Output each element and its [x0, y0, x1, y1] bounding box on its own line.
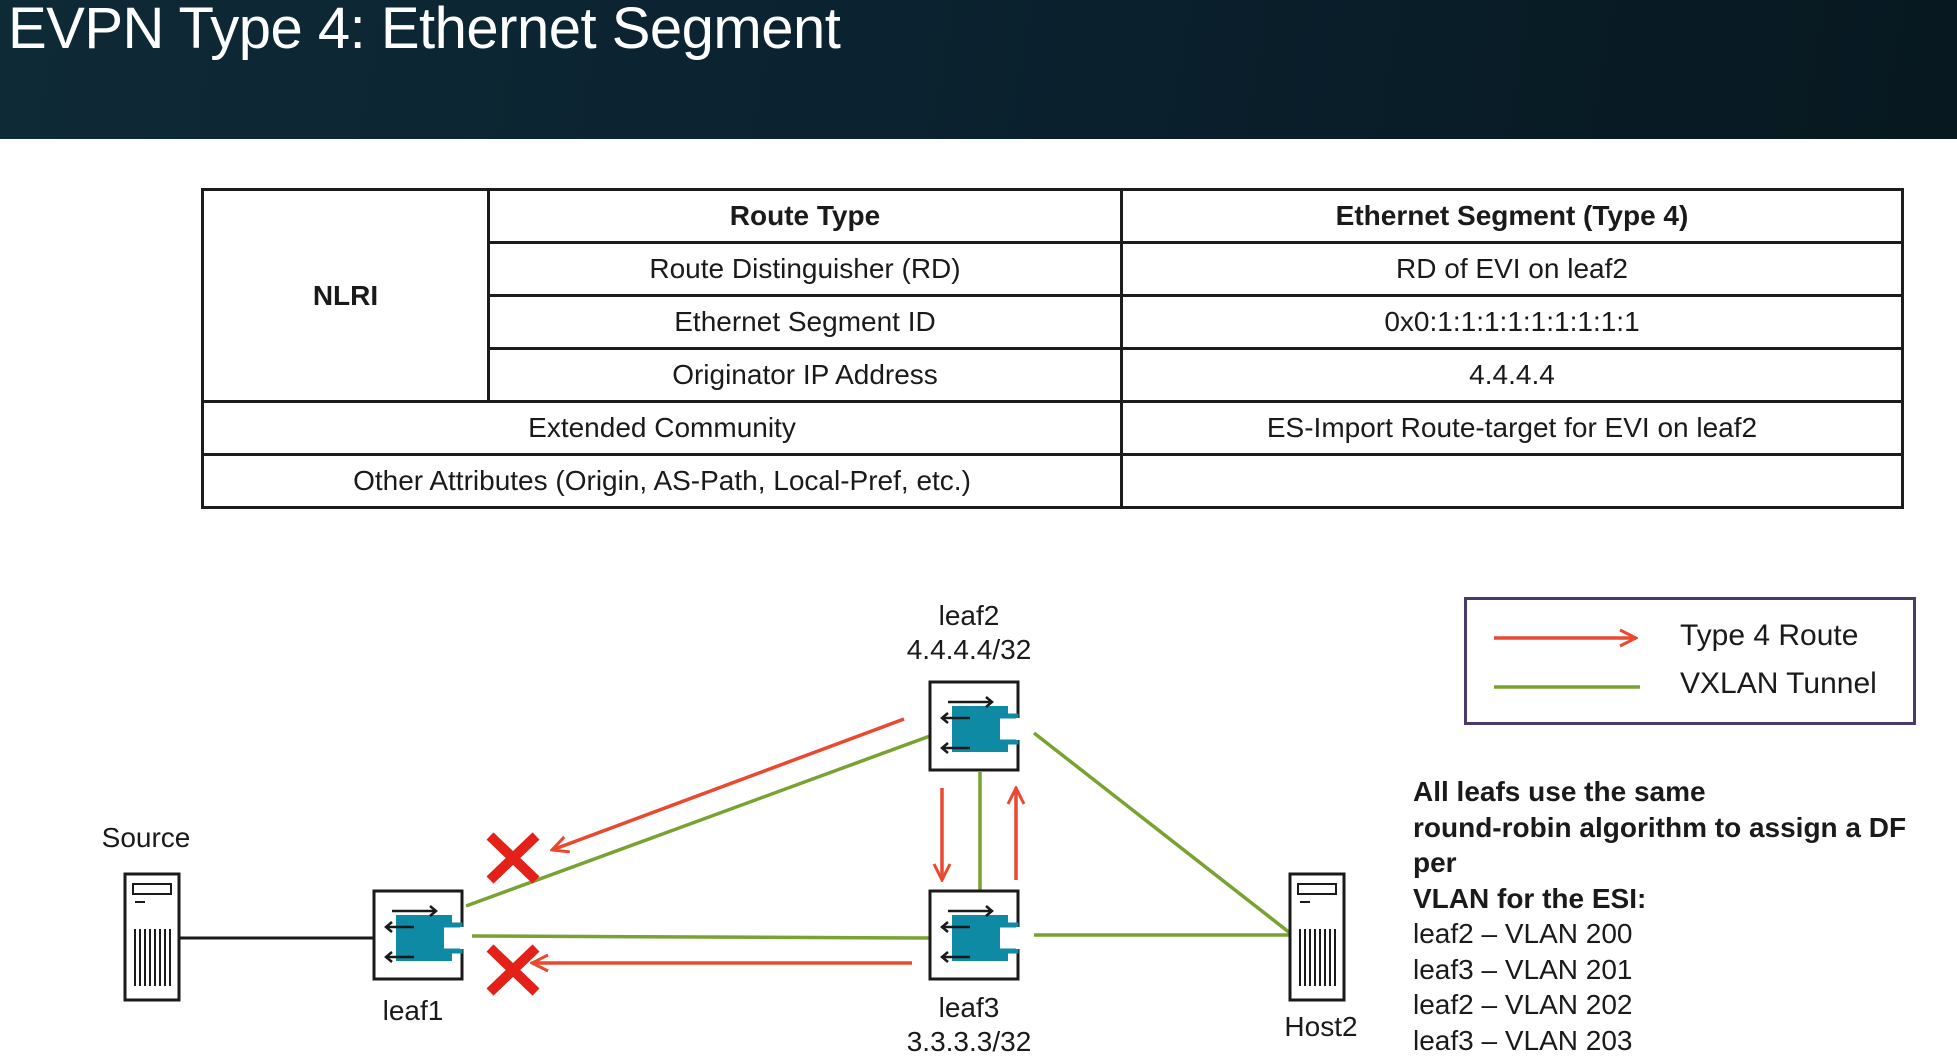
leaf2-switch-icon — [930, 682, 1022, 770]
extended-community-value: ES-Import Route-target for EVI on leaf2 — [1120, 400, 1904, 456]
host2-label: Host2 — [1284, 1011, 1358, 1042]
other-attributes-label: Other Attributes (Origin, AS-Path, Local… — [201, 453, 1123, 509]
table-row: Originator IP Address 4.4.4.4 — [203, 347, 1904, 403]
vlan-assignment: leaf2 – VLAN 200 — [1413, 918, 1633, 949]
ethernet-segment-header: Ethernet Segment (Type 4) — [1120, 188, 1904, 244]
table-row: Ethernet Segment ID 0x0:1:1:1:1:1:1:1:1:… — [203, 294, 1904, 350]
type4-route-leaf2-to-leaf1 — [552, 717, 905, 850]
type4-route-table: NLRI Route Type Ethernet Segment (Type 4… — [201, 188, 1904, 509]
blocked-x-icon — [486, 832, 540, 884]
legend-type4-label: Type 4 Route — [1680, 619, 1859, 652]
note-heading-line: round-robin algorithm to assign a DF per — [1413, 811, 1907, 879]
source-server-icon — [123, 872, 181, 1002]
legend: Type 4 Route VXLAN Tunnel — [1464, 597, 1916, 725]
note-heading-line: All leafs use the same — [1413, 776, 1706, 807]
blocked-x-icon — [486, 944, 540, 996]
row-label: Route Distinguisher (RD) — [487, 241, 1123, 297]
df-election-note: All leafs use the same round-robin algor… — [1413, 774, 1953, 1058]
table-row: Route Distinguisher (RD) RD of EVI on le… — [203, 241, 1904, 297]
host2-server-icon — [1288, 872, 1346, 1002]
leaf3-label: leaf3 — [938, 992, 1000, 1023]
title-bar: EVPN Type 4: Ethernet Segment — [0, 0, 1957, 139]
row-value: 0x0:1:1:1:1:1:1:1:1:1 — [1120, 294, 1904, 350]
row-value: 4.4.4.4 — [1120, 347, 1904, 403]
row-label: Ethernet Segment ID — [487, 294, 1123, 350]
leaf3-ip-label: 3.3.3.3/32 — [906, 1026, 1032, 1057]
page-title: EVPN Type 4: Ethernet Segment — [8, 0, 841, 61]
nlri-cell: NLRI — [201, 188, 490, 403]
vxlan-tunnel-leaf2-host2 — [1032, 731, 1292, 935]
extended-community-label: Extended Community — [201, 400, 1123, 456]
row-label: Originator IP Address — [487, 347, 1123, 403]
vxlan-tunnel-leaf1-leaf3 — [471, 934, 931, 940]
leaf2-ip-label: 4.4.4.4/32 — [906, 634, 1032, 665]
table-row: Extended Community ES-Import Route-targe… — [201, 400, 1904, 456]
table-row: NLRI Route Type Ethernet Segment (Type 4… — [201, 188, 1904, 403]
source-label: Source — [101, 822, 191, 853]
route-type-header: Route Type — [487, 188, 1123, 244]
vlan-assignment: leaf3 – VLAN 203 — [1413, 1024, 1633, 1056]
vlan-assignment: leaf3 – VLAN 201 — [1413, 953, 1633, 985]
note-heading-line: VLAN for the ESI: — [1413, 882, 1647, 914]
other-attributes-value — [1120, 453, 1904, 509]
leaf1-label: leaf1 — [382, 995, 444, 1026]
leaf2-label: leaf2 — [938, 600, 1000, 631]
legend-vxlan-label: VXLAN Tunnel — [1680, 667, 1877, 700]
leaf3-switch-icon — [930, 891, 1022, 979]
vlan-assignment: leaf2 – VLAN 202 — [1413, 989, 1633, 1020]
row-value: RD of EVI on leaf2 — [1120, 241, 1904, 297]
leaf1-switch-icon — [374, 891, 466, 979]
vxlan-tunnel-leaf1-leaf2 — [465, 734, 931, 908]
table-row: Other Attributes (Origin, AS-Path, Local… — [201, 453, 1904, 509]
